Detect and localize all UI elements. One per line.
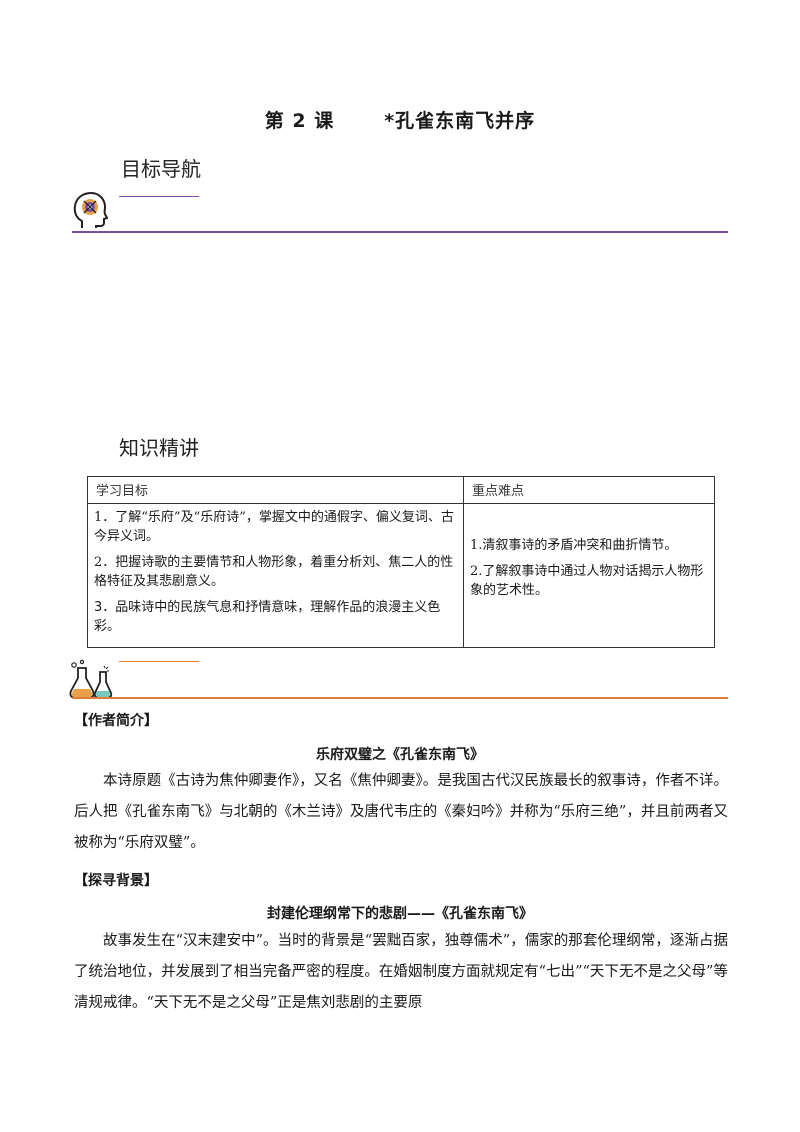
heading-underline <box>119 661 199 662</box>
goals-table: 学习目标 重点难点 1．了解“乐府”及“乐府诗”，掌握文中的通假字、偏义复词、古… <box>87 476 715 648</box>
keypoints-cell: 1.清叙事诗的矛盾冲突和曲折情节。 2.了解叙事诗中通过人物对话揭示人物形象的艺… <box>463 503 715 648</box>
lesson-number: 第 2 课 <box>264 110 335 132</box>
background-tag: 【探寻背景】 <box>74 873 158 889</box>
background-subtitle: 封建伦理纲常下的悲剧——《孔雀东南飞》 <box>267 906 533 922</box>
author-subtitle: 乐府双璧之《孔雀东南飞》 <box>316 747 484 763</box>
table-header-goals: 学习目标 <box>87 476 464 504</box>
goals-cell: 1．了解“乐府”及“乐府诗”，掌握文中的通假字、偏义复词、古今异义词。 2．把握… <box>87 503 464 648</box>
table-row: 1．了解“乐府”及“乐府诗”，掌握文中的通假字、偏义复词、古今异义词。 2．把握… <box>87 503 715 648</box>
keypoint-item: 2.了解叙事诗中通过人物对话揭示人物形象的艺术性。 <box>470 564 704 598</box>
author-paragraph: 本诗原题《古诗为焦仲卿妻作》，又名《焦仲卿妻》。是我国古代汉民族最长的叙事诗，作… <box>74 773 728 851</box>
brain-gear-icon <box>72 190 109 230</box>
heading-underline <box>119 196 199 197</box>
table-header-keypoints: 重点难点 <box>463 476 715 504</box>
goal-item: 2．把握诗歌的主要情节和人物形象，着重分析刘、焦二人的性格特征及其悲剧意义。 <box>94 555 454 589</box>
table-header-row: 学习目标 重点难点 <box>87 476 715 504</box>
section-divider-orange <box>72 697 728 699</box>
author-tag: 【作者简介】 <box>74 713 158 729</box>
lab-flask-icon <box>68 658 114 700</box>
section-heading-nav: 目标导航 <box>121 157 201 181</box>
page-title: 第 2 课 *孔雀东南飞并序 <box>0 106 800 133</box>
keypoint-item: 1.清叙事诗的矛盾冲突和曲折情节。 <box>470 538 678 553</box>
goal-item: 3．品味诗中的民族气息和抒情意味，理解作品的浪漫主义色彩。 <box>94 600 441 634</box>
background-paragraph: 故事发生在“汉末建安中”。当时的背景是“罢黜百家，独尊儒术”，儒家的那套伦理纲常… <box>74 933 728 1011</box>
section-heading-knowledge: 知识精讲 <box>119 436 199 460</box>
section-divider-purple <box>72 231 728 233</box>
lesson-name: *孔雀东南飞并序 <box>384 110 536 132</box>
goal-item: 1．了解“乐府”及“乐府诗”，掌握文中的通假字、偏义复词、古今异义词。 <box>94 510 454 544</box>
